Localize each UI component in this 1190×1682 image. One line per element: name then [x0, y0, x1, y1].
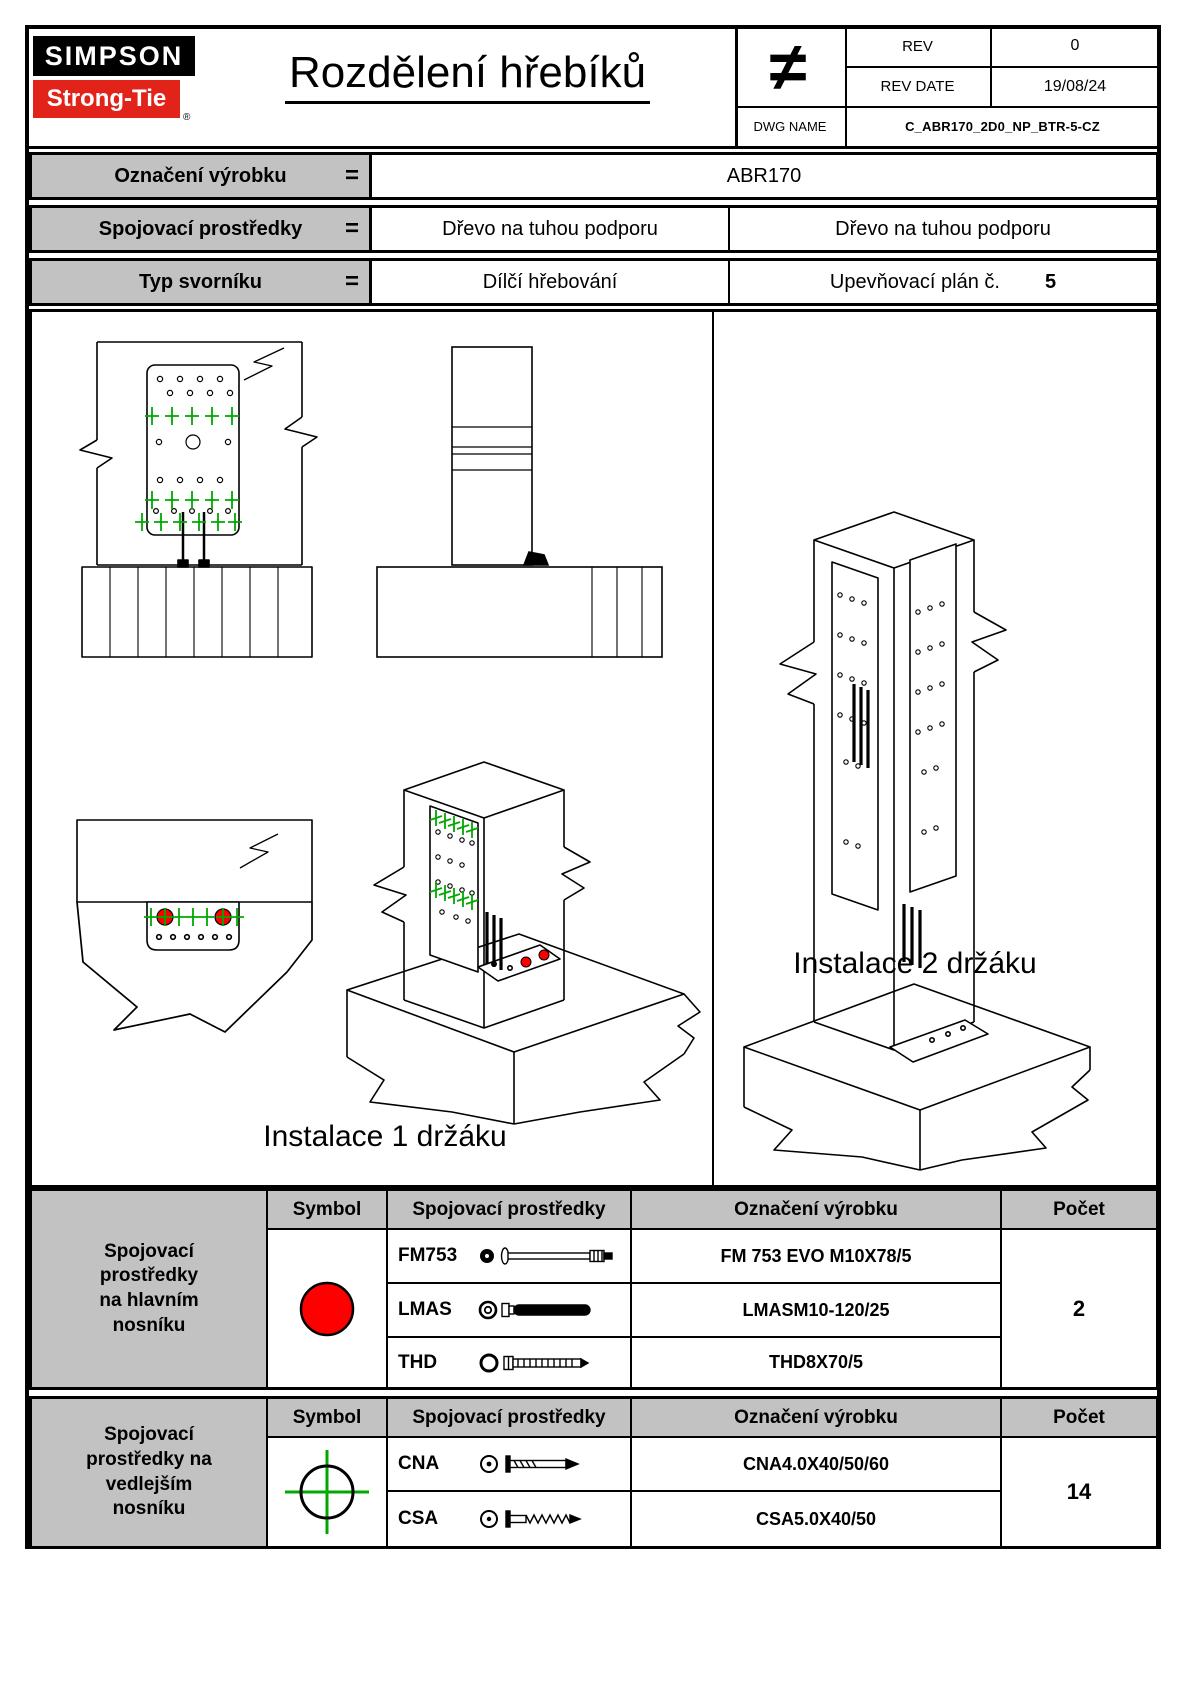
caption-installation-2: Instalace 2 držáku	[793, 947, 1037, 980]
table2-row1-product: CNA4.0X40/50/60	[632, 1438, 1002, 1492]
titleblock-vline-3	[990, 25, 992, 106]
rev-value: 0	[1070, 37, 1080, 54]
product-designation-label: Označení výrobku =	[32, 155, 372, 197]
fastener-table-main-beam: Spojovací prostředky na hlavním nosníku …	[29, 1188, 1159, 1390]
side-view-drawing	[376, 346, 663, 658]
page-title: Rozdělení hřebíků	[205, 40, 730, 112]
info-row-fasteners: Spojovací prostředky = Dřevo na tuhou po…	[29, 205, 1159, 253]
table2-header-symbol: Symbol	[268, 1399, 388, 1438]
label-text: Typ svorníku	[139, 270, 262, 293]
lmas-anchor-icon	[478, 1300, 591, 1320]
fastener-code: CNA	[398, 1453, 440, 1474]
fixing-plan: Upevňovací plán č. 5	[730, 261, 1156, 303]
secondary-beam-symbol-crosshair	[285, 1450, 369, 1534]
not-equal-symbol: ≠	[769, 28, 807, 105]
bolt-type-label: Typ svorníku =	[32, 261, 372, 303]
fastener-code: THD	[398, 1351, 438, 1373]
rev-date-label: REV DATE	[880, 78, 955, 95]
fasteners-value-1: Dřevo na tuhou podporu	[372, 208, 730, 250]
table1-header-product: Označení výrobku	[632, 1191, 1002, 1230]
equals-sign: =	[344, 162, 359, 189]
fm753-bolt-icon	[480, 1247, 613, 1265]
table1-group-label: Spojovací prostředky na hlavním nosníku	[32, 1191, 268, 1387]
fastener-code: FM753	[398, 1245, 458, 1266]
equals-sign: =	[344, 268, 359, 295]
simpson-logo: SIMPSON	[33, 36, 195, 76]
iso-view-2	[743, 511, 1091, 1171]
product-designation-value: ABR170	[726, 164, 802, 187]
drawing-panel: Instalace 1 držáku Instalace 2 držáku	[29, 309, 1159, 1188]
fixing-plan-label: Upevňovací plán č.	[829, 270, 1000, 293]
registered-mark: ®	[183, 112, 191, 123]
table1-header-count: Počet	[1002, 1191, 1156, 1230]
iso-view-1	[346, 761, 701, 1125]
table2-row2-product: CSA5.0X40/50	[632, 1492, 1002, 1546]
iso-view-1-bolts	[485, 912, 503, 970]
label-text: Spojovací prostředky	[98, 217, 303, 240]
titleblock-vline-2	[845, 25, 847, 146]
strongtie-logo: Strong-Tie	[33, 80, 180, 118]
table1-row3-fastener: THD	[388, 1338, 632, 1387]
rev-date-value: 19/08/24	[1043, 77, 1107, 95]
table1-row1-product: FM 753 EVO M10X78/5	[632, 1230, 1002, 1284]
bolt-type-value: Dílčí hřebování	[372, 261, 730, 303]
csa-screw-icon	[480, 1510, 582, 1528]
thd-screw-icon	[479, 1353, 590, 1372]
iso-view-1-holes	[435, 829, 475, 924]
table1-row3-product: THD8X70/5	[632, 1338, 1002, 1387]
table2-count-cell: 14	[1002, 1438, 1156, 1546]
table2-header-count: Počet	[1002, 1399, 1156, 1438]
table2-group-label: Spojovací prostředky na vedlejším nosník…	[32, 1399, 268, 1546]
equals-sign: =	[344, 215, 359, 242]
info-row-bolt-type: Typ svorníku = Dílčí hřebování Upevňovac…	[29, 258, 1159, 306]
iso-view-1-anchor-dots	[520, 949, 550, 968]
titleblock-hline-2	[735, 106, 1161, 108]
caption-installation-1: Instalace 1 držáku	[263, 1120, 507, 1153]
table1-header-fasteners: Spojovací prostředky	[388, 1191, 632, 1230]
titleblock-hline-1	[845, 66, 1161, 68]
header-bottom-line	[25, 146, 1161, 149]
iso-view-2-bolts	[852, 684, 922, 968]
page-title-text: Rozdělení hřebíků	[284, 48, 651, 104]
front-view-drawing	[79, 341, 318, 658]
fastener-code: CSA	[398, 1508, 439, 1529]
rev-label: REV	[902, 37, 933, 55]
fastener-table-secondary-beam: Spojovací prostředky na vedlejším nosník…	[29, 1396, 1159, 1549]
table1-row1-fastener: FM753	[388, 1230, 632, 1284]
titleblock-vline-1	[735, 25, 738, 146]
info-row-product: Označení výrobku = ABR170	[29, 152, 1159, 200]
table1-row2-product: LMASM10-120/25	[632, 1284, 1002, 1338]
label-text: Označení výrobku	[114, 164, 287, 187]
main-beam-symbol-red-circle	[299, 1281, 355, 1336]
fasteners-label: Spojovací prostředky =	[32, 208, 372, 250]
table1-count-cell: 2	[1002, 1230, 1156, 1387]
table2-header-product: Označení výrobku	[632, 1399, 1002, 1438]
table1-symbol-cell	[268, 1230, 388, 1387]
table2-header-fasteners: Spojovací prostředky	[388, 1399, 632, 1438]
table2-row2-fastener: CSA	[388, 1492, 632, 1546]
table1-header-symbol: Symbol	[268, 1191, 388, 1230]
fixing-plan-number: 5	[1044, 270, 1057, 293]
table2-symbol-cell	[268, 1438, 388, 1546]
bottom-view-drawing	[76, 819, 313, 1033]
technical-drawing-svg	[76, 312, 1091, 1185]
dwg-name-label: DWG NAME	[753, 119, 827, 134]
front-view-holes	[152, 375, 234, 515]
iso-view-2-holes	[837, 592, 945, 849]
table1-row2-fastener: LMAS	[388, 1284, 632, 1338]
fasteners-value-2: Dřevo na tuhou podporu	[835, 217, 1051, 240]
table2-row1-fastener: CNA	[388, 1438, 632, 1492]
dwg-name-value: C_ABR170_2D0_NP_BTR-5-CZ	[905, 119, 1100, 134]
fastener-code: LMAS	[398, 1299, 452, 1320]
cna-nail-icon	[480, 1455, 580, 1473]
